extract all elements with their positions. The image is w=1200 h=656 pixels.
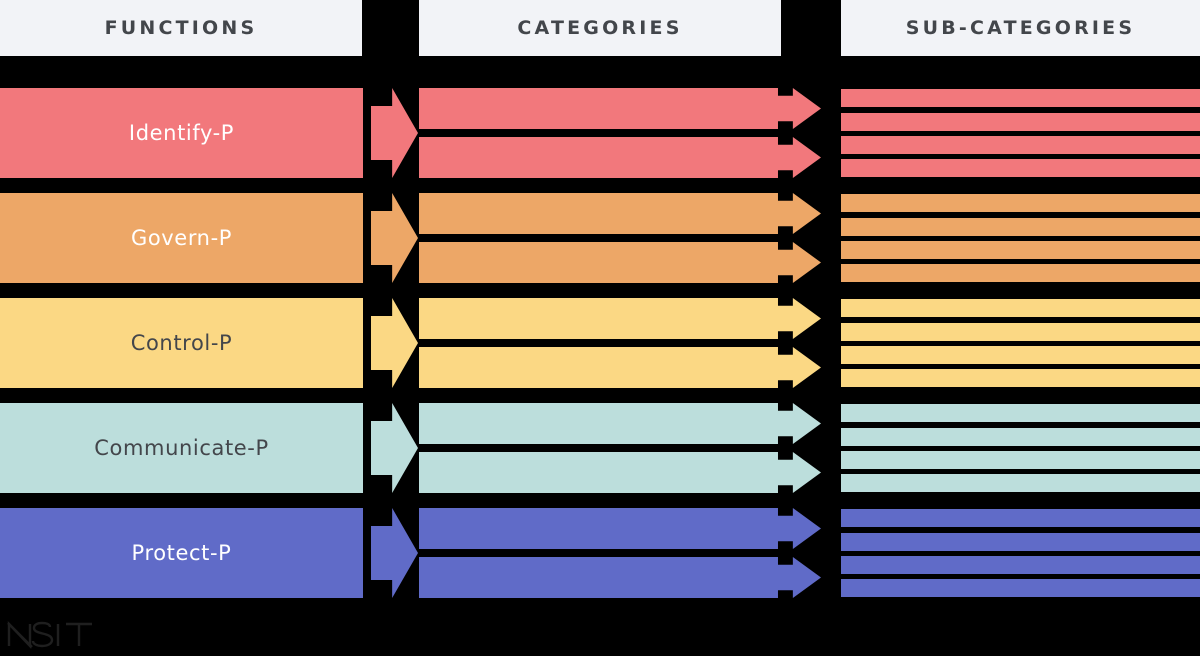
category-group <box>419 88 821 178</box>
subcategory-bar[interactable] <box>841 346 1200 364</box>
subcategory-bar[interactable] <box>841 194 1200 212</box>
category-arrow-bar[interactable] <box>419 88 821 129</box>
function-arrow-head-icon <box>371 88 418 178</box>
function-arrow-body <box>0 508 363 598</box>
subcategory-bar[interactable] <box>841 218 1200 236</box>
subcategory-bar[interactable] <box>841 509 1200 527</box>
category-arrow-bar[interactable] <box>419 347 821 388</box>
subcategory-group <box>841 508 1200 598</box>
column-header-row: FUNCTIONS CATEGORIES SUB-CATEGORIES <box>0 0 1200 56</box>
subcategory-bar[interactable] <box>841 323 1200 341</box>
subcategory-bar[interactable] <box>841 474 1200 492</box>
subcategory-group <box>841 403 1200 493</box>
function-arrow-body <box>0 298 363 388</box>
subcategory-bar[interactable] <box>841 556 1200 574</box>
core-row: Govern-P <box>0 193 1200 283</box>
category-group <box>419 298 821 388</box>
nist-logo <box>7 621 92 649</box>
subcategory-bar[interactable] <box>841 113 1200 131</box>
core-row: Protect-P <box>0 508 1200 598</box>
function-arrow-head-icon <box>371 193 418 283</box>
column-header-categories: CATEGORIES <box>419 0 781 56</box>
function-arrow-head-icon <box>371 508 418 598</box>
subcategory-group <box>841 193 1200 283</box>
category-group <box>419 403 821 493</box>
function-arrow-head-icon <box>371 298 418 388</box>
subcategory-bar[interactable] <box>841 89 1200 107</box>
column-header-functions-label: FUNCTIONS <box>104 17 258 39</box>
subcategory-bar[interactable] <box>841 241 1200 259</box>
category-arrow-bar[interactable] <box>419 557 821 598</box>
subcategory-bar[interactable] <box>841 264 1200 282</box>
category-arrow-bar[interactable] <box>419 298 821 339</box>
subcategory-bar[interactable] <box>841 159 1200 177</box>
subcategory-group <box>841 298 1200 388</box>
function-arrow-protect-p[interactable]: Protect-P <box>0 508 418 598</box>
column-header-categories-label: CATEGORIES <box>517 17 683 39</box>
column-header-functions: FUNCTIONS <box>0 0 362 56</box>
function-arrow-body <box>0 193 363 283</box>
category-arrow-bar[interactable] <box>419 137 821 178</box>
category-arrow-bar[interactable] <box>419 242 821 283</box>
core-row: Control-P <box>0 298 1200 388</box>
subcategory-bar[interactable] <box>841 369 1200 387</box>
subcategory-bar[interactable] <box>841 299 1200 317</box>
category-arrow-bar[interactable] <box>419 508 821 549</box>
function-arrow-body <box>0 403 363 493</box>
column-header-subcategories-label: SUB-CATEGORIES <box>905 17 1136 39</box>
function-arrow-control-p[interactable]: Control-P <box>0 298 418 388</box>
column-header-subcategories: SUB-CATEGORIES <box>841 0 1200 56</box>
category-arrow-bar[interactable] <box>419 452 821 493</box>
footer <box>0 601 1200 656</box>
subcategory-bar[interactable] <box>841 136 1200 154</box>
function-arrow-head-icon <box>371 403 418 493</box>
core-structure-grid: Identify-P Govern-P Control-P Communicate-P… <box>0 56 1200 601</box>
category-arrow-bar[interactable] <box>419 193 821 234</box>
function-arrow-govern-p[interactable]: Govern-P <box>0 193 418 283</box>
function-arrow-body <box>0 88 363 178</box>
subcategory-bar[interactable] <box>841 428 1200 446</box>
function-arrow-identify-p[interactable]: Identify-P <box>0 88 418 178</box>
core-row: Identify-P <box>0 88 1200 178</box>
category-group <box>419 508 821 598</box>
core-row: Communicate-P <box>0 403 1200 493</box>
subcategory-group <box>841 88 1200 178</box>
function-arrow-communicate-p[interactable]: Communicate-P <box>0 403 418 493</box>
subcategory-bar[interactable] <box>841 579 1200 597</box>
subcategory-bar[interactable] <box>841 451 1200 469</box>
category-arrow-bar[interactable] <box>419 403 821 444</box>
subcategory-bar[interactable] <box>841 533 1200 551</box>
category-group <box>419 193 821 283</box>
subcategory-bar[interactable] <box>841 404 1200 422</box>
